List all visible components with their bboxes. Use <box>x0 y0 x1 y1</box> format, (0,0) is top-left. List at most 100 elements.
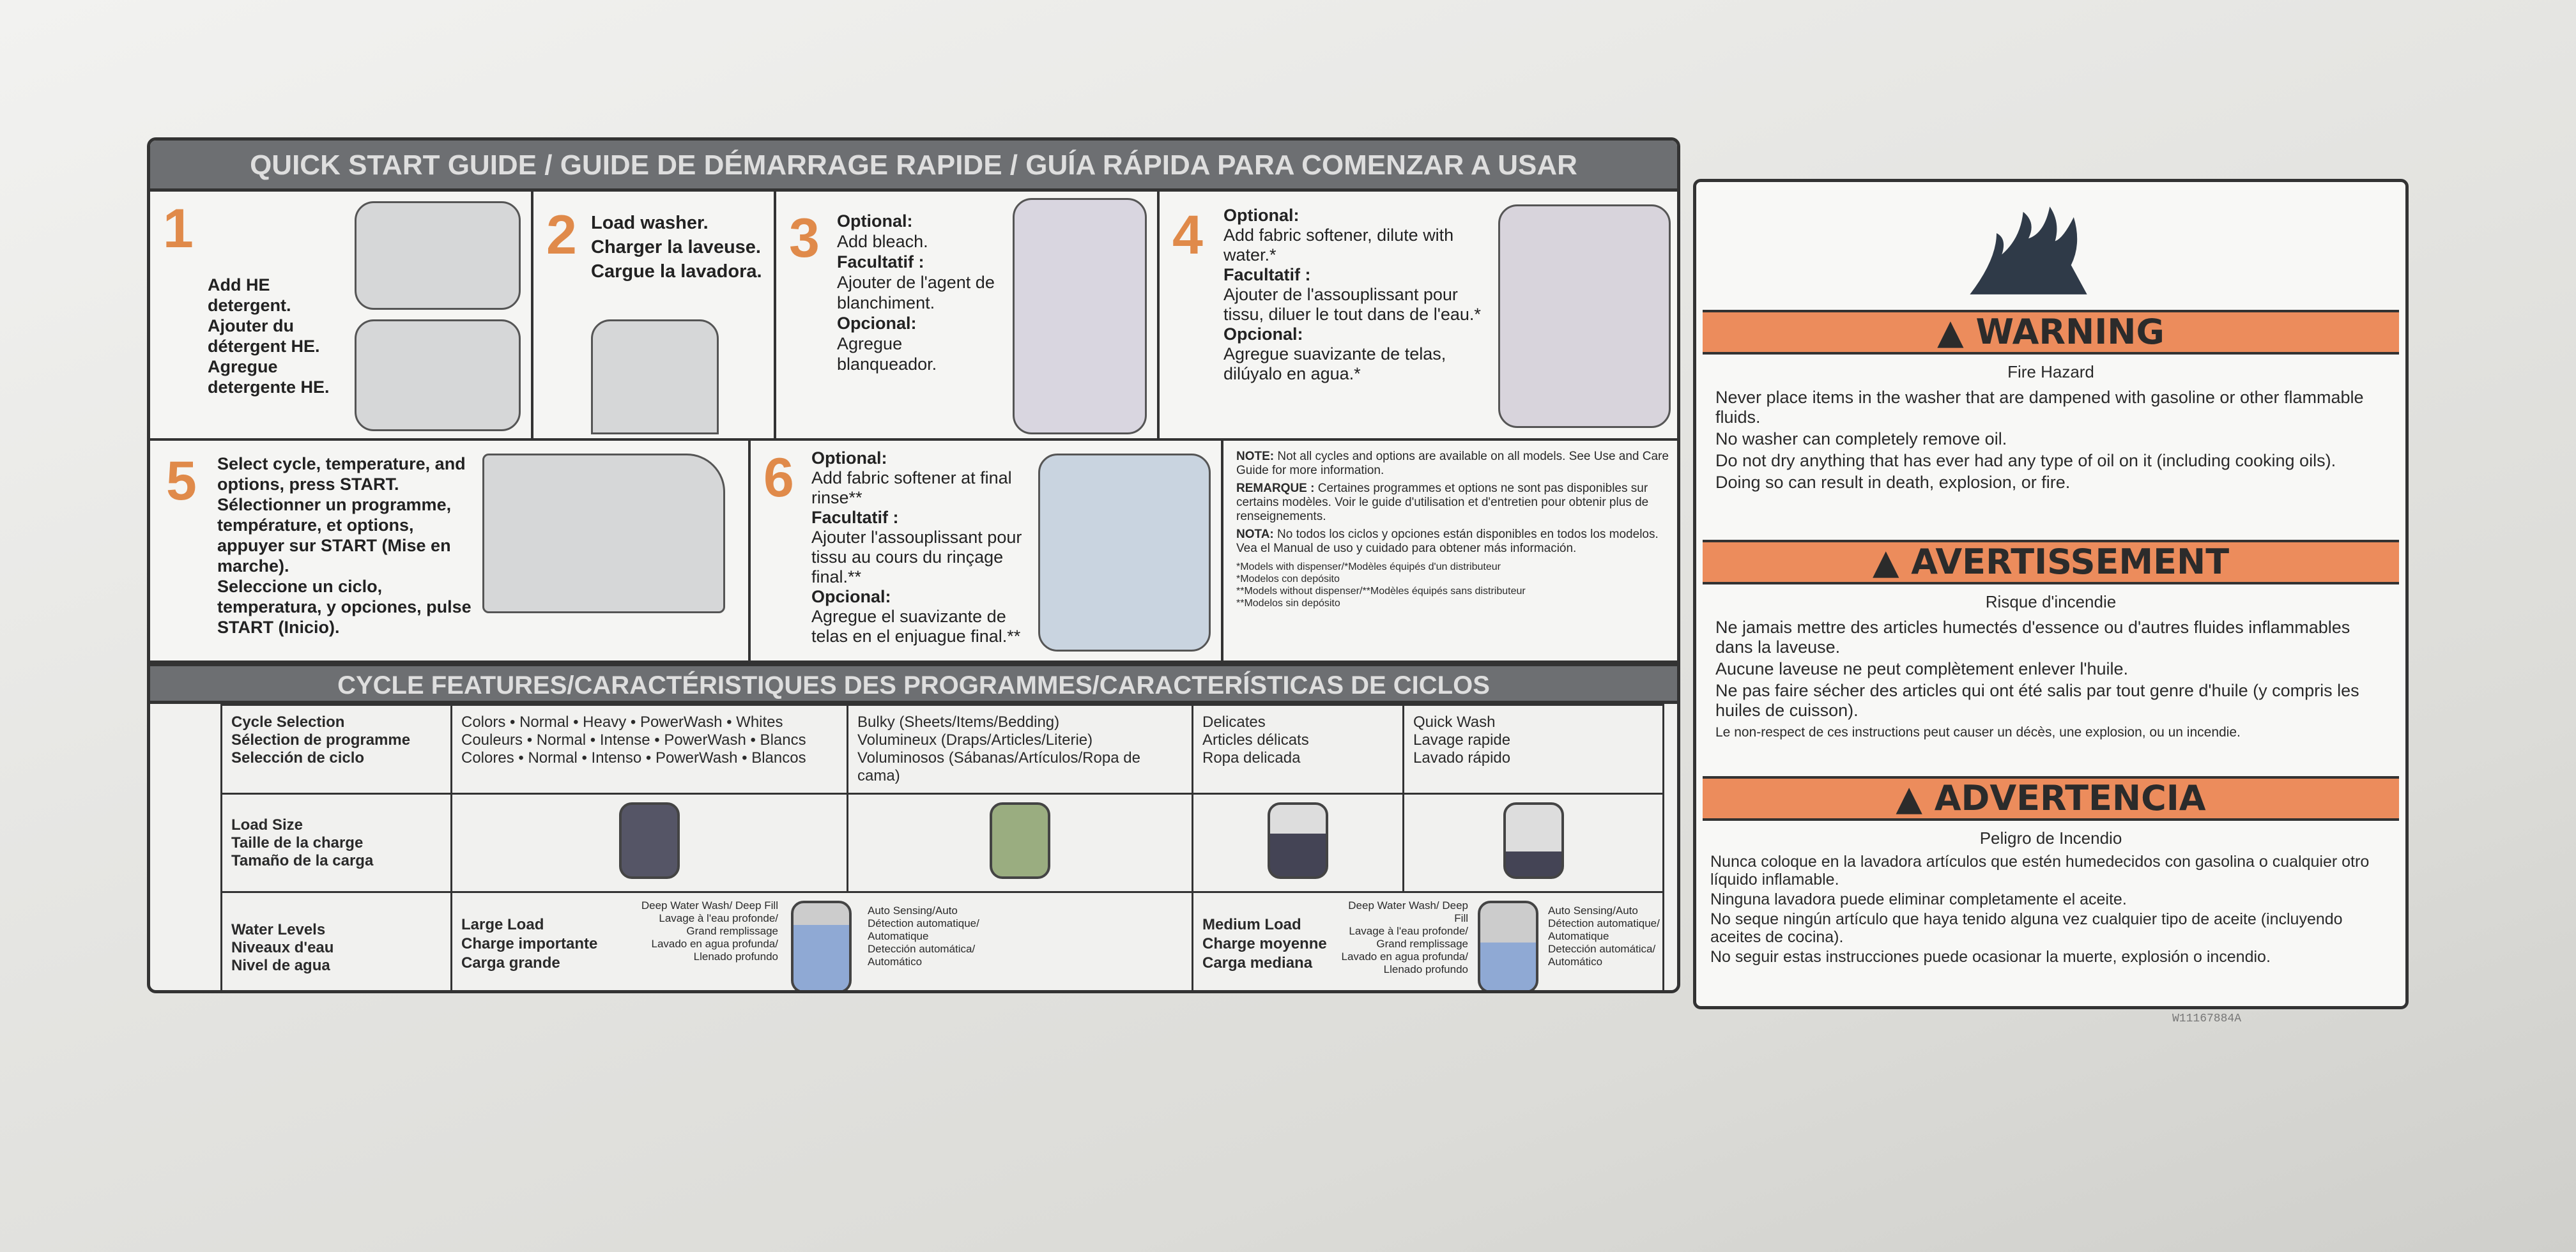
fire-warning-label: ▲ WARNING Fire Hazard Never place items … <box>1693 179 2409 1009</box>
step-text: Agregue suavizante de telas, dilúyalo en… <box>1223 344 1446 383</box>
water-level-tub-icon <box>791 901 852 990</box>
warning-subtitle: Peligro de Incendio <box>1979 828 2122 848</box>
step-text: Select cycle, temperature, and options, … <box>217 454 466 494</box>
step-text: Load washer. <box>591 213 709 233</box>
label-text: Sélection de programme <box>231 731 411 749</box>
softener-illustration <box>1498 204 1671 428</box>
step-text: Cargue la lavadora. <box>591 261 762 282</box>
warning-text: No washer can completely remove oil. <box>1715 429 2007 448</box>
step-4: 4 Optional:Add fabric softener, dilute w… <box>1160 192 1677 441</box>
label-text: Taille de la charge <box>231 834 364 851</box>
control-panel-illustration <box>482 454 725 613</box>
auto-sensing-text: Détection automatique/ Automatique <box>1548 917 1660 942</box>
quick-start-title: QUICK START GUIDE / GUIDE DE DÉMARRAGE R… <box>150 141 1677 192</box>
auto-sensing-text: Auto Sensing/Auto <box>1548 905 1638 917</box>
step-number: 6 <box>763 447 794 508</box>
warning-text: Le non-respect de ces instructions peut … <box>1715 725 2241 740</box>
cycle-text: Articles délicats <box>1202 731 1309 749</box>
step-text: Add fabric softener at final rinse** <box>811 468 1012 507</box>
cycle-text: Volumineux (Draps/Articles/Literie) <box>857 731 1093 749</box>
label-text: Selección de ciclo <box>231 749 365 767</box>
step-3: 3 Optional:Add bleach. Facultatif :Ajout… <box>776 192 1160 441</box>
deep-fill-text: Deep Water Wash/ Deep Fill <box>641 899 778 912</box>
cycle-text: Colores • Normal • Intenso • PowerWash •… <box>461 749 806 767</box>
step-text: Agregue blanqueador. <box>837 334 937 374</box>
softener-illustration <box>1038 454 1211 652</box>
load-cell <box>450 793 848 893</box>
full-load-tub-icon <box>619 802 680 879</box>
step-text: Ajouter de l'assouplissant pour tissu, d… <box>1223 285 1481 324</box>
label-text: Cycle Selection <box>231 714 345 731</box>
load-cell <box>1192 793 1404 893</box>
warning-text: Doing so can result in death, explosion,… <box>1715 473 2071 492</box>
warning-text: No seguir estas instrucciones puede ocas… <box>1710 948 2271 966</box>
deep-fill-text: Deep Water Wash/ Deep Fill <box>1348 899 1468 924</box>
step-text: Add fabric softener, dilute with water.* <box>1223 225 1454 264</box>
bulky-load-tub-icon <box>990 802 1050 879</box>
warning-text: Ne pas faire sécher des articles qui ont… <box>1715 681 2359 720</box>
load-text: Charge importante <box>461 935 598 952</box>
warning-text: Ne jamais mettre des articles humectés d… <box>1715 618 2350 657</box>
step-heading: Opcional: <box>837 314 917 333</box>
water-level-tub-icon <box>1478 901 1538 990</box>
step-number: 2 <box>546 204 577 266</box>
step-heading: Facultatif : <box>837 252 924 271</box>
step-text: Add HE detergent. <box>208 275 291 315</box>
cycle-text: Voluminosos (Sábanas/Artículos/Ropa de c… <box>857 749 1140 784</box>
cycle-text: Couleurs • Normal • Intense • PowerWash … <box>461 731 806 749</box>
footnote: *Models with dispenser/*Modèles équipés … <box>1236 561 1501 572</box>
step-text: Add bleach. <box>837 232 928 251</box>
label-text: Nivel de agua <box>231 957 330 974</box>
load-cell <box>1402 793 1664 893</box>
label-text: Tamaño de la carga <box>231 851 374 869</box>
load-text: Medium Load <box>1202 916 1301 933</box>
load-text: Large Load <box>461 916 544 933</box>
cycle-text: Colors • Normal • Heavy • PowerWash • Wh… <box>461 714 783 731</box>
step-heading: Optional: <box>1223 206 1300 225</box>
step-text: Agregue el suavizante de telas en el enj… <box>811 607 1021 646</box>
step-heading: Opcional: <box>811 587 891 606</box>
note-text: No todos los ciclos y opciones están dis… <box>1236 528 1659 555</box>
auto-sensing-text: Auto Sensing/Auto <box>868 905 958 917</box>
quick-start-guide-label: QUICK START GUIDE / GUIDE DE DÉMARRAGE R… <box>147 137 1680 993</box>
step-text: Ajouter l'assouplissant pour tissu au co… <box>811 528 1022 586</box>
warning-subtitle: Fire Hazard <box>2007 362 2094 381</box>
washer-illustration <box>591 319 719 434</box>
warning-title: ADVERTENCIA <box>1934 778 2206 818</box>
step-1: 1 Add HE detergent. Ajouter du détergent… <box>150 192 533 441</box>
label-text: Water Levels <box>231 921 326 938</box>
step-5: 5 Select cycle, temperature, and options… <box>150 441 751 663</box>
auto-sensing-text: Détection automatique/ Automatique <box>868 917 979 942</box>
step-text: Sélectionner un programme, température, … <box>217 495 452 576</box>
label-text: Niveaux d'eau <box>231 939 334 956</box>
step-text: Charger la laveuse. <box>591 237 761 257</box>
advertencia-banner: ▲ ADVERTENCIA <box>1703 776 2399 821</box>
cycle-text: Lavage rapide <box>1413 731 1511 749</box>
step-heading: Opcional: <box>1223 324 1303 344</box>
cycle-text: Ropa delicada <box>1202 749 1301 767</box>
warning-text: No seque ningún artículo que haya tenido… <box>1710 910 2343 946</box>
footnote: **Modelos sin depósito <box>1236 598 1340 609</box>
load-text: Carga grande <box>461 954 560 972</box>
step-text: Agregue detergente HE. <box>208 357 330 397</box>
note-box: NOTE: Not all cycles and options are ava… <box>1223 441 1677 663</box>
medium-load-tub-icon <box>1268 802 1328 879</box>
warning-text: Ninguna lavadora puede eliminar completa… <box>1710 890 2127 908</box>
warning-text: Nunca coloque en la lavadora artículos q… <box>1710 853 2370 889</box>
cycle-cell: Colors • Normal • Heavy • PowerWash • Wh… <box>450 704 848 795</box>
footnote: *Modelos con depósito <box>1236 574 1340 584</box>
step-2: 2 Load washer. Charger la laveuse. Cargu… <box>533 192 776 441</box>
cycle-cell: Bulky (Sheets/Items/Bedding)Volumineux (… <box>847 704 1193 795</box>
cycle-text: Delicates <box>1202 714 1266 731</box>
step-text: Ajouter du détergent HE. <box>208 316 320 356</box>
step-heading: Facultatif : <box>811 508 899 527</box>
warning-banner: ▲ WARNING <box>1703 310 2399 355</box>
label-text: Load Size <box>231 816 303 834</box>
deep-fill-text: Lavado en agua profunda/ Llenado profund… <box>651 938 778 963</box>
